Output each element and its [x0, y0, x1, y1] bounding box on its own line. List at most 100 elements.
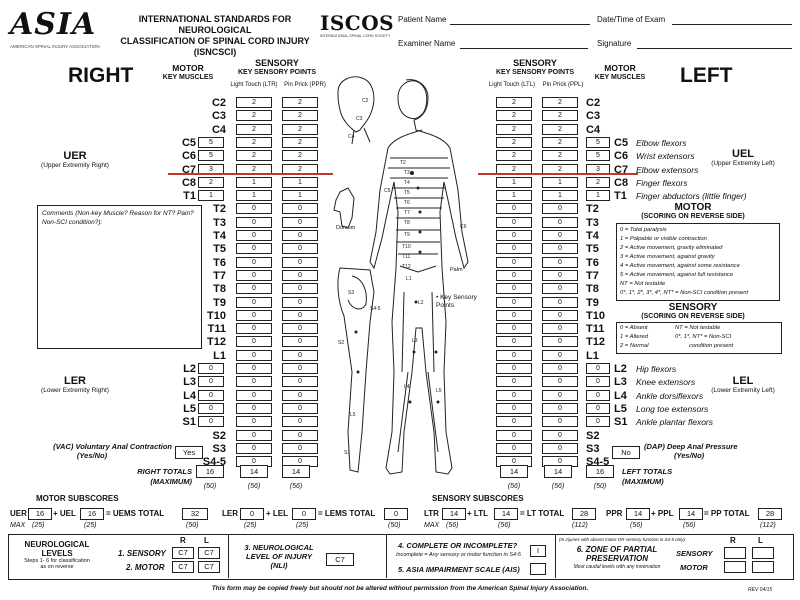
sensory-level-r[interactable]: C7 — [172, 547, 194, 559]
right-motor-total[interactable]: 16 — [196, 465, 224, 478]
left-lt-cell[interactable]: 1 — [496, 190, 532, 201]
right-pp-cell[interactable]: 2 — [282, 150, 318, 161]
motor-level-l[interactable]: C7 — [198, 561, 220, 573]
zpp-sensory-l[interactable] — [752, 547, 774, 559]
right-pp-cell[interactable]: 0 — [282, 443, 318, 454]
left-lt-cell[interactable]: 2 — [496, 124, 532, 135]
right-lt-cell[interactable]: 0 — [236, 283, 272, 294]
uer-sub-value[interactable]: 16 — [28, 508, 52, 520]
left-lt-cell[interactable]: 0 — [496, 217, 532, 228]
left-motor-cell[interactable]: 0 — [586, 390, 610, 401]
left-pp-cell[interactable]: 0 — [542, 257, 578, 268]
right-motor-cell[interactable]: 0 — [198, 363, 224, 374]
left-motor-cell[interactable]: 0 — [586, 376, 610, 387]
left-lt-cell[interactable]: 0 — [496, 443, 532, 454]
ler-sub-value[interactable]: 0 — [240, 508, 264, 520]
zpp-sensory-r[interactable] — [724, 547, 746, 559]
left-lt-cell[interactable]: 0 — [496, 243, 532, 254]
left-pp-cell[interactable]: 0 — [542, 217, 578, 228]
right-motor-cell[interactable]: 0 — [198, 390, 224, 401]
right-lt-cell[interactable]: 0 — [236, 390, 272, 401]
left-motor-cell[interactable]: 1 — [586, 190, 610, 201]
left-lt-total[interactable]: 14 — [500, 465, 528, 478]
left-pp-cell[interactable]: 0 — [542, 310, 578, 321]
left-lt-cell[interactable]: 0 — [496, 430, 532, 441]
dap-value-box[interactable]: No — [612, 446, 640, 459]
right-lt-cell[interactable]: 0 — [236, 376, 272, 387]
right-lt-cell[interactable]: 0 — [236, 350, 272, 361]
left-motor-cell[interactable]: 5 — [586, 137, 610, 148]
right-lt-cell[interactable]: 0 — [236, 297, 272, 308]
right-pp-cell[interactable]: 0 — [282, 390, 318, 401]
right-motor-cell[interactable]: 0 — [198, 416, 224, 427]
comments-box[interactable]: Comments (Non-key Muscle? Reason for NT?… — [37, 205, 202, 349]
left-lt-cell[interactable]: 0 — [496, 230, 532, 241]
right-lt-total[interactable]: 14 — [240, 465, 268, 478]
left-pp-cell[interactable]: 2 — [542, 137, 578, 148]
right-lt-cell[interactable]: 0 — [236, 416, 272, 427]
right-lt-cell[interactable]: 0 — [236, 217, 272, 228]
left-lt-cell[interactable]: 1 — [496, 177, 532, 188]
left-pp-cell[interactable]: 0 — [542, 230, 578, 241]
motor-level-r[interactable]: C7 — [172, 561, 194, 573]
right-motor-cell[interactable]: 5 — [198, 137, 224, 148]
right-pp-cell[interactable]: 0 — [282, 297, 318, 308]
left-lt-cell[interactable]: 0 — [496, 297, 532, 308]
left-lt-cell[interactable]: 0 — [496, 203, 532, 214]
zpp-motor-l[interactable] — [752, 561, 774, 573]
left-pp-cell[interactable]: 1 — [542, 177, 578, 188]
left-pp-cell[interactable]: 0 — [542, 363, 578, 374]
pp-total-value[interactable]: 28 — [758, 508, 782, 520]
left-pp-cell[interactable]: 2 — [542, 124, 578, 135]
left-lt-cell[interactable]: 0 — [496, 390, 532, 401]
right-pp-cell[interactable]: 0 — [282, 203, 318, 214]
ltl-sub-value[interactable]: 14 — [494, 508, 518, 520]
left-pp-cell[interactable]: 0 — [542, 390, 578, 401]
right-pp-cell[interactable]: 1 — [282, 177, 318, 188]
right-pp-cell[interactable]: 0 — [282, 323, 318, 334]
left-lt-cell[interactable]: 0 — [496, 376, 532, 387]
left-pp-cell[interactable]: 0 — [542, 283, 578, 294]
left-pp-cell[interactable]: 0 — [542, 350, 578, 361]
right-lt-cell[interactable]: 1 — [236, 177, 272, 188]
right-lt-cell[interactable]: 2 — [236, 97, 272, 108]
right-lt-cell[interactable]: 2 — [236, 110, 272, 121]
right-lt-cell[interactable]: 2 — [236, 124, 272, 135]
left-lt-cell[interactable]: 0 — [496, 323, 532, 334]
left-pp-cell[interactable]: 2 — [542, 110, 578, 121]
nli-value[interactable]: C7 — [326, 553, 354, 566]
uel-sub-value[interactable]: 16 — [80, 508, 104, 520]
right-motor-cell[interactable]: 1 — [198, 190, 224, 201]
right-pp-cell[interactable]: 1 — [282, 190, 318, 201]
left-pp-cell[interactable]: 0 — [542, 430, 578, 441]
left-pp-cell[interactable]: 0 — [542, 416, 578, 427]
right-lt-cell[interactable]: 1 — [236, 190, 272, 201]
right-lt-cell[interactable]: 0 — [236, 336, 272, 347]
right-pp-cell[interactable]: 0 — [282, 350, 318, 361]
left-lt-cell[interactable]: 0 — [496, 283, 532, 294]
right-lt-cell[interactable]: 0 — [236, 270, 272, 281]
zpp-motor-r[interactable] — [724, 561, 746, 573]
right-motor-cell[interactable]: 0 — [198, 403, 224, 414]
vac-value-box[interactable]: Yes — [175, 446, 203, 459]
right-lt-cell[interactable]: 0 — [236, 443, 272, 454]
right-pp-cell[interactable]: 0 — [282, 270, 318, 281]
left-pp-cell[interactable]: 0 — [542, 403, 578, 414]
right-pp-cell[interactable]: 0 — [282, 403, 318, 414]
left-pp-cell[interactable]: 1 — [542, 190, 578, 201]
ais-value[interactable] — [530, 563, 546, 575]
left-lt-cell[interactable]: 0 — [496, 416, 532, 427]
right-lt-cell[interactable]: 0 — [236, 430, 272, 441]
signature-field[interactable] — [637, 48, 792, 49]
ppl-sub-value[interactable]: 14 — [679, 508, 703, 520]
right-pp-cell[interactable]: 0 — [282, 310, 318, 321]
right-lt-cell[interactable]: 0 — [236, 310, 272, 321]
right-pp-total[interactable]: 14 — [282, 465, 310, 478]
right-lt-cell[interactable]: 0 — [236, 243, 272, 254]
lel-sub-value[interactable]: 0 — [292, 508, 316, 520]
uems-total-value[interactable]: 32 — [182, 508, 208, 520]
left-pp-cell[interactable]: 0 — [542, 297, 578, 308]
right-pp-cell[interactable]: 2 — [282, 97, 318, 108]
left-motor-cell[interactable]: 5 — [586, 150, 610, 161]
right-pp-cell[interactable]: 0 — [282, 416, 318, 427]
